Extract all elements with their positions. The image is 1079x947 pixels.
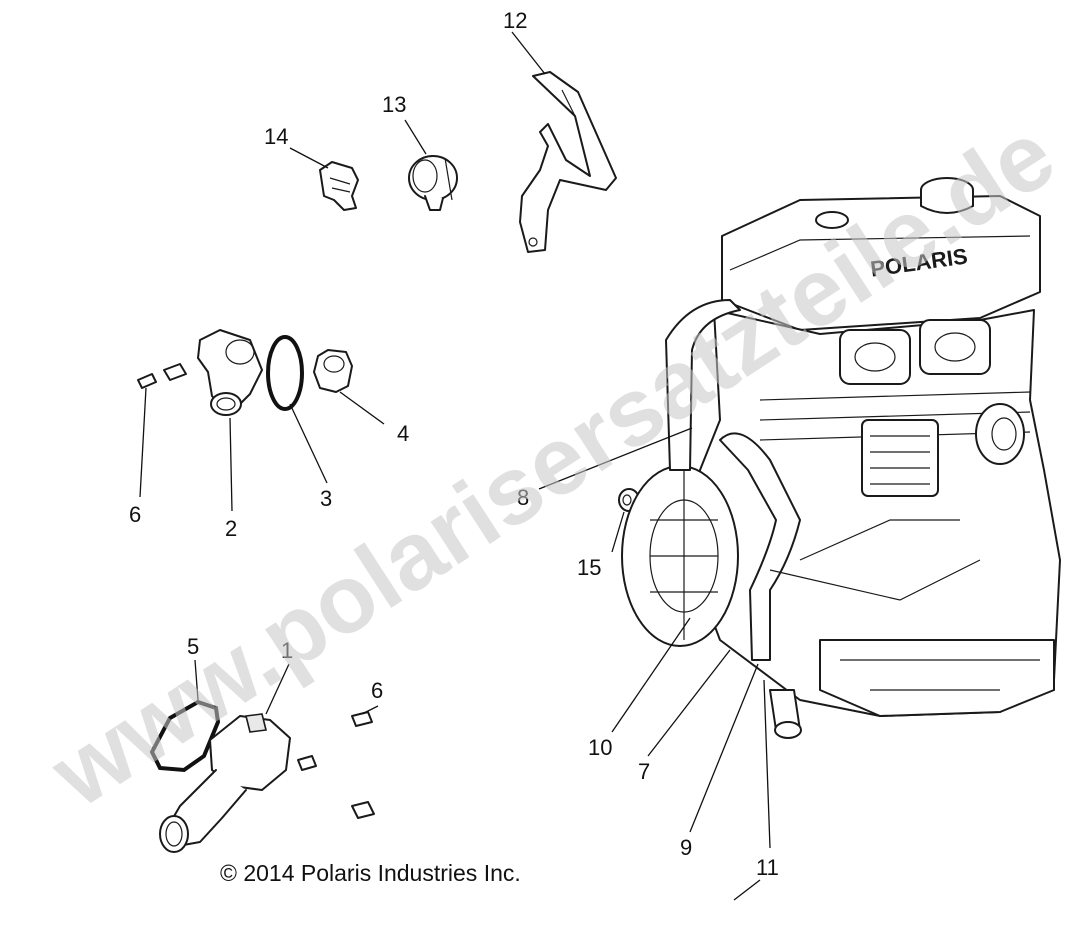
part-1-outlet — [159, 713, 291, 853]
callout-9: 9 — [680, 835, 692, 860]
callout-12: 12 — [503, 8, 527, 33]
part-4-thermostat — [313, 349, 353, 393]
callout-10: 10 — [588, 735, 612, 760]
callout-3: 3 — [320, 486, 332, 511]
part-12-bracket — [519, 71, 617, 253]
callout-labels: 12 13 14 4 3 2 6 8 15 5 1 6 10 7 9 11 — [129, 8, 779, 880]
leader-lines — [139, 31, 771, 901]
callout-1: 1 — [281, 638, 293, 663]
callout-15: 15 — [577, 555, 601, 580]
copyright-notice: © 2014 Polaris Industries Inc. — [220, 860, 521, 886]
engine-assembly: POLARIS — [621, 177, 1061, 739]
part-5-gasket — [149, 699, 221, 773]
callout-7: 7 — [638, 759, 650, 784]
part-6-bolts-lower — [297, 711, 375, 819]
part-13-clamp — [408, 155, 458, 211]
callout-14: 14 — [264, 124, 288, 149]
callout-4: 4 — [397, 421, 409, 446]
callout-13: 13 — [382, 92, 406, 117]
callout-5: 5 — [187, 634, 199, 659]
part-2-housing — [197, 329, 263, 416]
part-14-clip — [319, 161, 359, 211]
callout-11: 11 — [756, 855, 779, 880]
callout-8: 8 — [517, 485, 529, 510]
callout-6-lower: 6 — [371, 678, 383, 703]
part-6-bolts-upper — [137, 363, 187, 389]
part-3-o-ring — [266, 335, 304, 411]
callout-6-upper: 6 — [129, 502, 141, 527]
callout-2: 2 — [225, 516, 237, 541]
